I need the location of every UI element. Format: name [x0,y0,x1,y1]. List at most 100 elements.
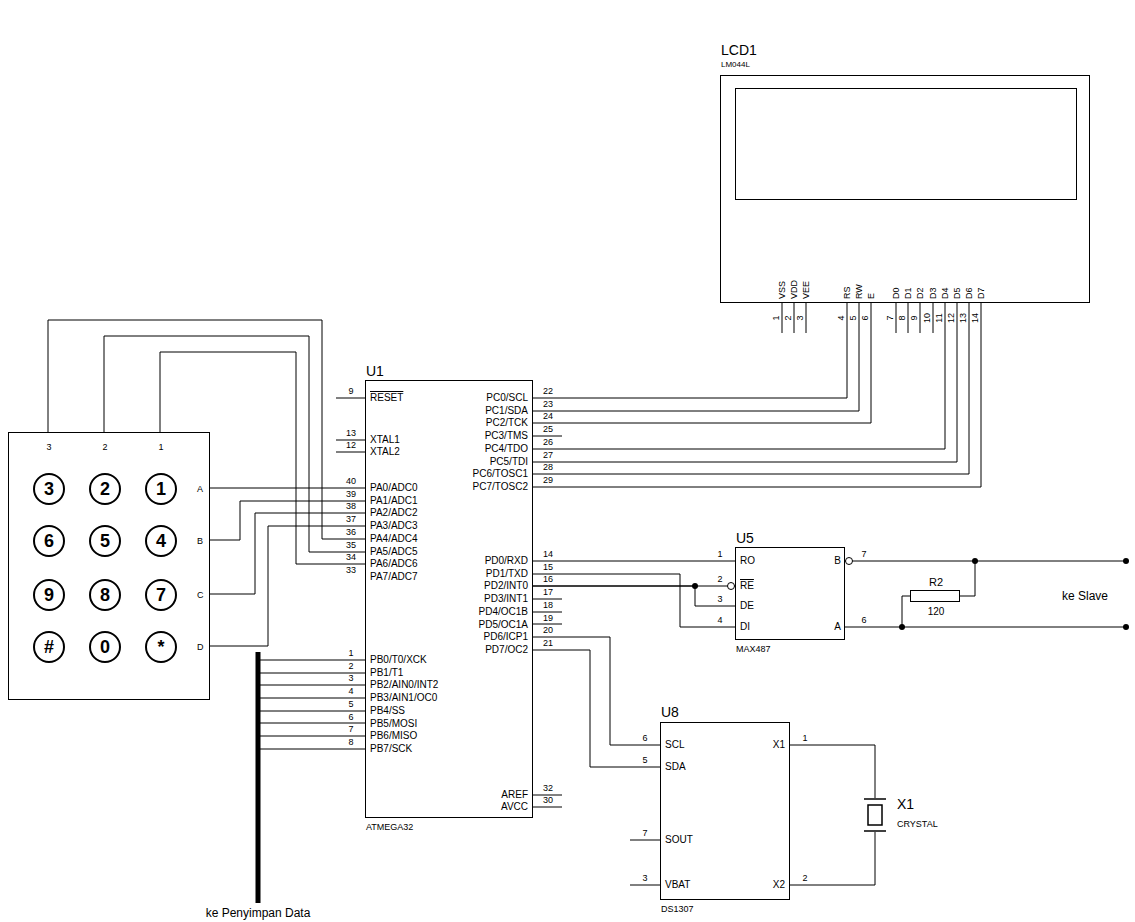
pin-number: 2 [348,662,353,671]
pin-name: D2 [916,287,925,299]
keypad-panel: 321ABCD321654987#0* [8,432,210,700]
part-value: 120 [928,607,945,617]
pin-number: 11 [935,313,944,322]
pin-name: VDD [790,280,799,299]
pin-number: 6 [861,315,870,320]
pin-number: 6 [861,616,866,625]
wire [845,596,910,627]
keypad-pin-label: A [197,485,203,494]
pin-number: 38 [346,502,356,511]
pin-name: PB7/SCK [370,744,412,754]
pin-number: 1 [348,649,353,658]
part-reference: X1 [897,797,914,811]
pin-name: PB4/SS [370,706,405,716]
key-button: 2 [89,473,121,505]
pin-name: D3 [929,287,938,299]
pin-number: 23 [543,400,553,409]
pin-stub [533,436,562,807]
pin-number: 36 [346,528,356,537]
wire [790,832,875,885]
keypad-pin-label: 2 [102,443,107,452]
pin-number: 9 [910,315,919,320]
pin-name: D1 [904,287,913,299]
bus-line [902,561,1126,627]
inversion-bubble [846,558,853,565]
wire [533,303,945,449]
pin-name: E [867,293,876,299]
part-value: MAX487 [736,645,771,654]
pin-stub [782,303,933,333]
pin-name: VBAT [665,880,690,890]
pin-stub [630,840,660,885]
pin-number: 5 [348,700,353,709]
pin-name: RW [855,284,864,299]
pin-name: PB2/AIN0/INT2 [370,680,438,690]
wire [533,303,981,487]
key-button: 7 [145,579,177,611]
junction-dot [899,624,905,630]
key-button: 1 [145,473,177,505]
pin-name: PD6/ICP1 [484,632,528,642]
key-label: * [157,638,164,656]
pin-name: A [834,622,841,632]
pin-name: PD0/RXD [485,556,528,566]
pin-number: 5 [849,315,858,320]
pin-number: 15 [543,563,553,572]
lcd-screen [735,88,1077,200]
pin-name: PA0/ADC0 [370,483,418,493]
terminal-dot [1123,558,1129,564]
pin-number: 26 [543,438,553,447]
pin-number: 20 [543,626,553,635]
pin-name: RE [740,581,754,591]
keypad-pin-label: 1 [158,443,163,452]
pin-number: 1 [717,550,722,559]
pin-number: 37 [346,515,356,524]
pin-name: DI [740,622,750,632]
wire [533,303,957,462]
pin-name: XTAL2 [370,447,400,457]
pin-number: 4 [837,315,846,320]
key-button: # [33,631,65,663]
junction-dot [692,583,698,589]
wire [533,586,735,606]
crystal-symbol: X1CRYSTAL [863,798,887,832]
pin-name: D5 [953,287,962,299]
pin-name: SCL [665,740,684,750]
pin-number: 1 [772,315,781,320]
pin-number: 7 [861,550,866,559]
data-bus [256,652,261,903]
pin-number: 8 [348,738,353,747]
pin-number: 27 [543,451,553,460]
pin-name: RO [740,556,755,566]
key-label: 1 [156,480,166,498]
pin-number: 3 [642,874,647,883]
wire [160,352,365,564]
pin-name: VEE [802,281,811,299]
pin-name: D6 [965,287,974,299]
crystal-outline [863,798,887,832]
pin-number: 34 [346,553,356,562]
wire [533,303,871,423]
pin-name: AREF [501,790,528,800]
key-button: 0 [89,631,121,663]
pin-number: 13 [346,429,356,438]
pin-name: X1 [773,740,785,750]
pin-number: 3 [717,595,722,604]
pin-number: 2 [802,874,807,883]
key-button: 4 [145,525,177,557]
pin-name: DE [740,601,754,611]
key-label: 4 [156,532,166,550]
pin-name: PA5/ADC5 [370,547,418,557]
pin-number: 1 [802,734,807,743]
pin-name: RS [843,286,852,299]
pin-number: 4 [348,687,353,696]
lcd-module: LCD1LM044L [720,75,1090,303]
pin-name: PA3/ADC3 [370,521,418,531]
key-label: 0 [100,638,110,656]
pin-name: PC4/TDO [485,444,528,454]
pin-number: 32 [543,784,553,793]
pin-name: PC1/SDA [485,406,528,416]
